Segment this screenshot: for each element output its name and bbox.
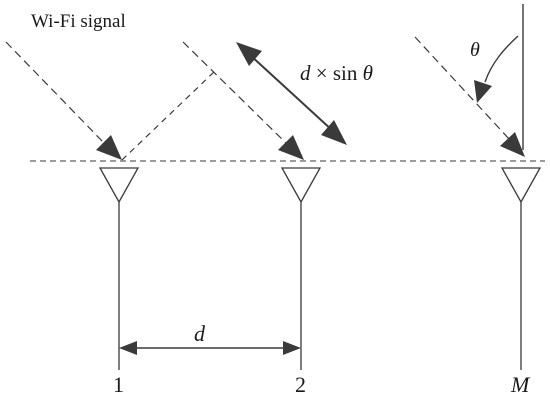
path-difference-times-sin: × sin <box>311 61 363 85</box>
incoming-ray-1-arrowhead <box>96 135 122 160</box>
path-difference-arrowhead-top <box>236 42 262 66</box>
path-difference-d: d <box>300 61 311 85</box>
antenna-1 <box>98 167 140 370</box>
path-difference-arrow <box>236 42 347 145</box>
incoming-ray-2-arrowhead <box>278 135 304 160</box>
path-difference-theta: θ <box>363 61 373 85</box>
incoming-ray-m-arrowhead <box>500 132 525 157</box>
spacing-arrowhead-left <box>119 341 137 355</box>
angle-arc <box>484 35 519 83</box>
path-difference-label: d × sin θ <box>300 61 373 85</box>
antenna-label-m: M <box>510 372 531 397</box>
angle-arc-arrowhead <box>474 80 492 103</box>
signal-rays <box>5 36 525 161</box>
spacing-arrowhead-right <box>283 341 301 355</box>
antenna-label-1: 1 <box>113 372 124 397</box>
spacing-label: d <box>194 321 206 346</box>
wavefront-line <box>121 71 215 161</box>
incoming-ray-2 <box>182 41 287 144</box>
antenna-2-element <box>280 167 322 204</box>
angle-label: θ <box>470 39 480 61</box>
antenna-2 <box>280 167 322 370</box>
incoming-ray-m <box>414 36 511 141</box>
antenna-label-2: 2 <box>295 372 306 397</box>
antenna-1-element <box>98 167 140 204</box>
signal-label: Wi-Fi signal <box>31 11 126 32</box>
antenna-m-element <box>500 167 542 204</box>
path-difference-arrowhead-bottom <box>321 120 347 145</box>
spacing-arrow <box>119 341 301 355</box>
incoming-ray-1 <box>5 41 105 144</box>
antenna-m <box>500 167 542 370</box>
